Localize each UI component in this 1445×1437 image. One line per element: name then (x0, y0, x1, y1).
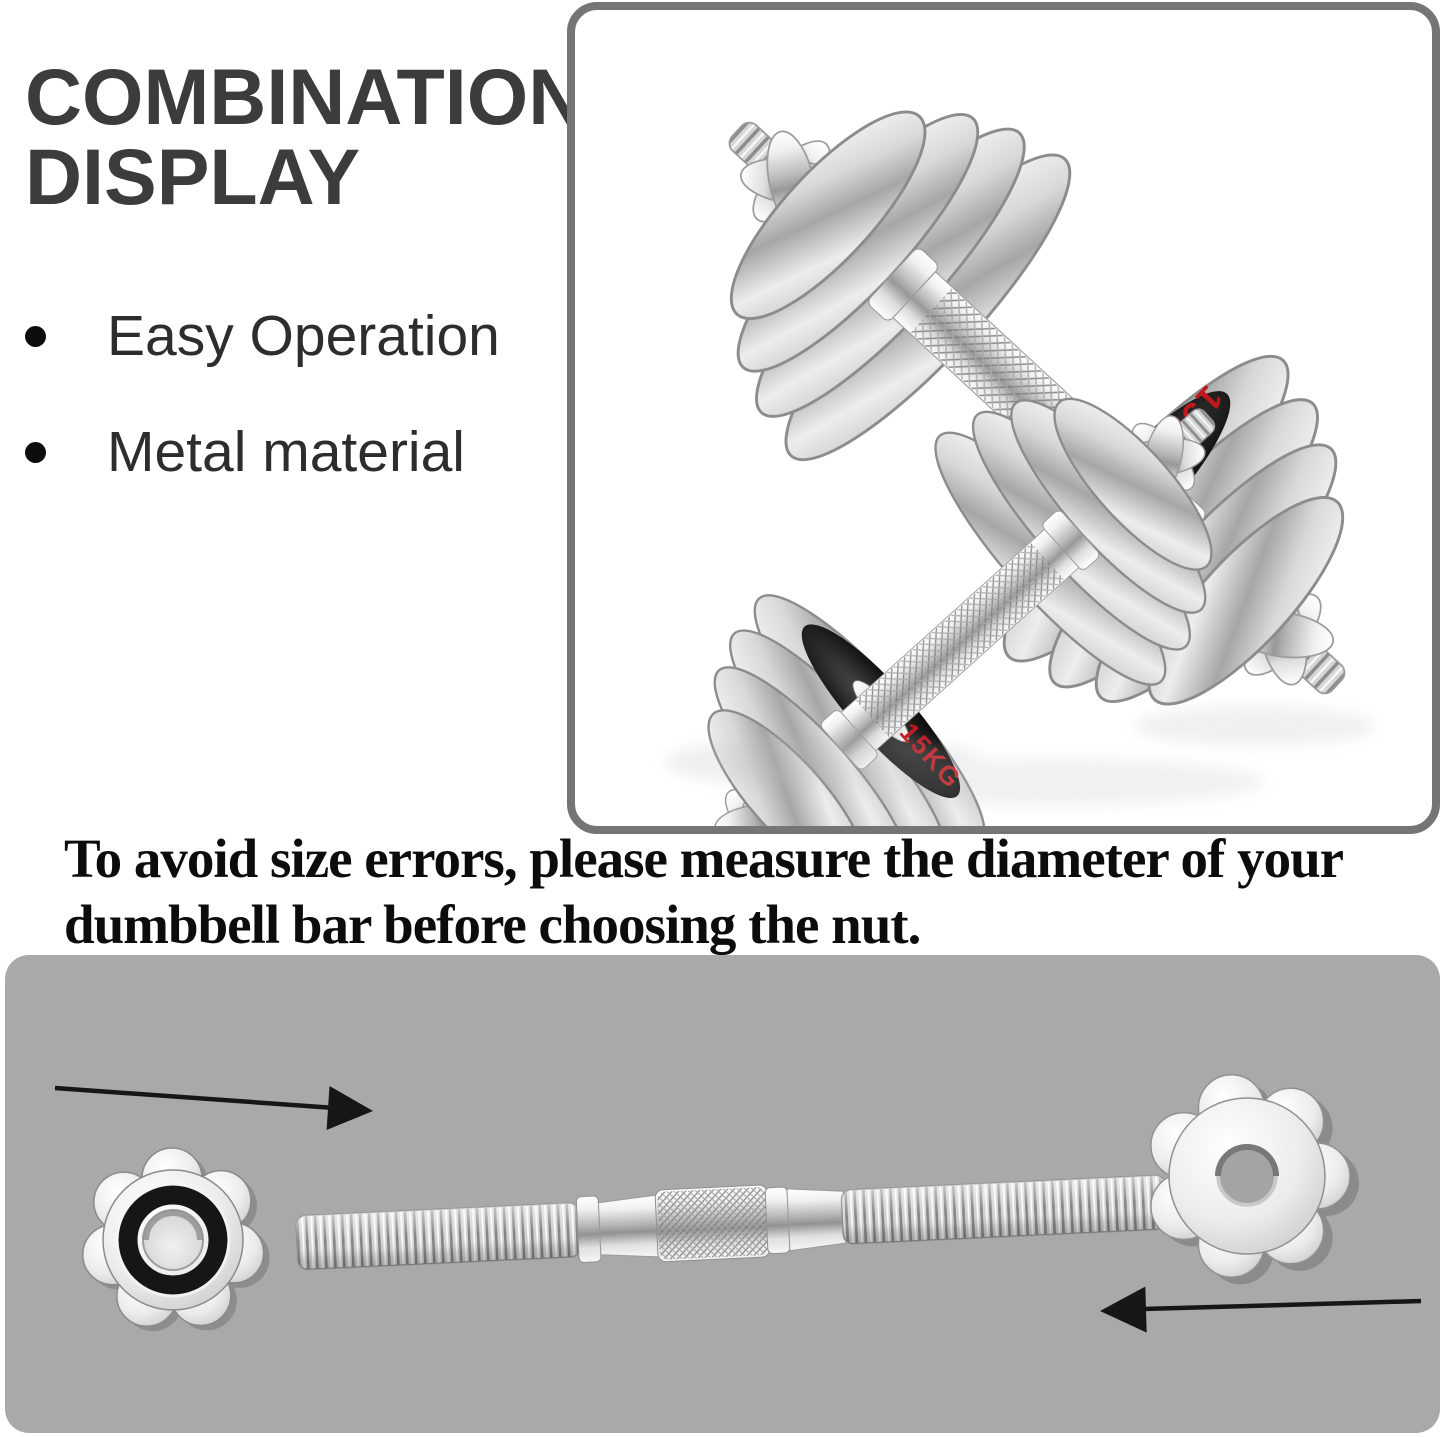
measure-note-line1: To avoid size errors, please measure the… (64, 828, 1344, 889)
rubber-ring (118, 1185, 228, 1295)
feature-label: Easy Operation (107, 304, 500, 368)
nut-instruction-art (54, 1074, 1422, 1333)
measure-note-line2: dumbbell bar before choosing the nut. (64, 894, 921, 955)
product-photo-frame: 15KG 15KG (567, 2, 1440, 834)
spinlock-nut-right (1150, 1074, 1359, 1285)
nut-instruction-panel (5, 955, 1440, 1433)
measure-note: To avoid size errors, please measure the… (64, 826, 1414, 958)
product-photo: 15KG 15KG (598, 10, 1432, 826)
reflection (665, 706, 1375, 806)
list-item: Metal material (25, 419, 500, 485)
page-title-line2: DISPLAY (25, 132, 361, 221)
remove-arrow-icon (1100, 1286, 1422, 1333)
list-item: Easy Operation (25, 303, 500, 369)
page-title: COMBINATION DISPLAY (25, 57, 585, 217)
spinlock-nut-left (82, 1147, 270, 1332)
feature-list: Easy Operation Metal material (25, 303, 500, 535)
insert-arrow-icon (54, 1085, 373, 1130)
page-title-line1: COMBINATION (25, 52, 586, 141)
bullet-icon (25, 325, 46, 347)
dumbbell-bar (295, 1174, 1168, 1271)
feature-label: Metal material (107, 420, 465, 484)
bullet-icon (25, 441, 46, 463)
dumbbell-front: 15KG (599, 292, 1321, 826)
